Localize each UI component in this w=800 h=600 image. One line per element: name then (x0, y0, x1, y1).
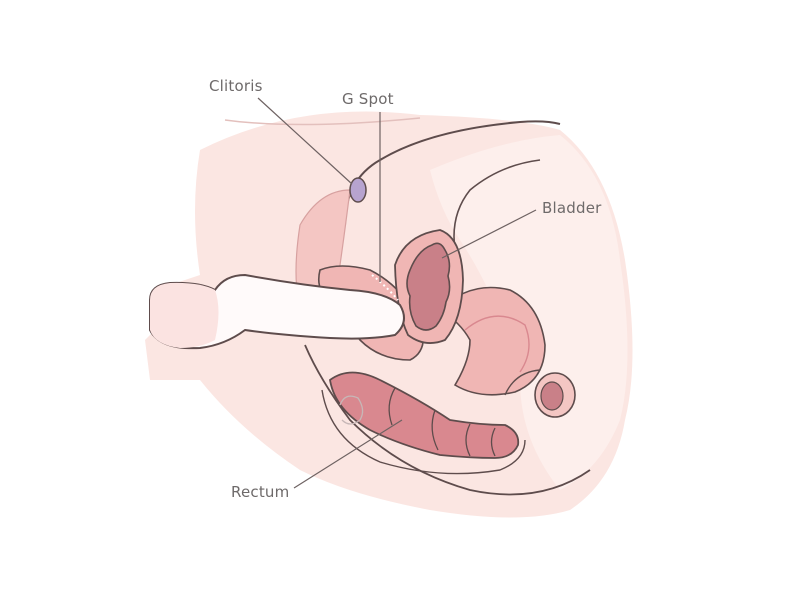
sacrum-curve (504, 369, 541, 396)
uterus-inner-fold (464, 315, 530, 373)
rectum-segments (388, 387, 496, 457)
abdominal-curve (453, 159, 541, 251)
object-shading (150, 282, 219, 348)
leader-line-clitoris (257, 97, 353, 185)
clitoris-shape (349, 177, 367, 203)
bladder-inner (406, 242, 451, 331)
label-clitoris: Clitoris (209, 77, 263, 95)
rectum-shape (329, 371, 520, 459)
spine-inner (540, 381, 564, 411)
leader-line-bladder (441, 209, 537, 259)
upper-skin-line (224, 117, 421, 126)
anal-fold (339, 395, 364, 425)
label-gspot: G Spot (342, 90, 394, 108)
uterus-shape (438, 286, 546, 396)
lower-contour (304, 344, 591, 496)
label-rectum: Rectum (231, 483, 290, 501)
label-bladder: Bladder (542, 199, 602, 217)
leader-line-rectum (293, 419, 403, 489)
rectum-sheath (321, 389, 526, 475)
